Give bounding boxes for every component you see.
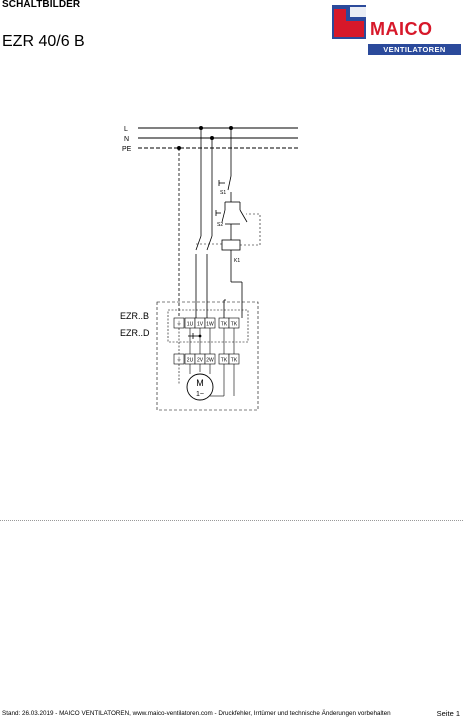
terminal-top-1w: 1W: [206, 322, 214, 328]
maico-logo: MAICO VENTILATOREN: [330, 3, 463, 55]
terminal-top-pe: ⏚: [176, 321, 182, 328]
terminal-bottom-tk2: TK: [231, 358, 238, 364]
terminal-block-top: ⏚ 1U 1V 1W TK TK: [173, 317, 240, 329]
terminal-top-tk2: TK: [231, 322, 238, 328]
device-label-b: EZR..B: [120, 311, 149, 321]
terminal-zone-top: [167, 309, 249, 343]
terminal-top-tk1: TK: [221, 322, 228, 328]
terminal-bottom-2v: 2V: [197, 358, 204, 364]
terminal-top-1u: 1U: [187, 322, 194, 328]
relay-label: K1: [234, 258, 240, 264]
terminal-bottom-2u: 2U: [187, 358, 194, 364]
switch-label-s1: S1: [220, 190, 226, 196]
terminal-block-bottom: ⏚ 2U 2V 2W TK TK: [173, 353, 240, 365]
terminal-bottom-tk1: TK: [221, 358, 228, 364]
logo-subtitle: VENTILATOREN: [368, 44, 461, 55]
device-label-d: EZR..D: [120, 328, 150, 338]
rail-label-l: L: [124, 126, 128, 133]
footer-text: Stand: 26.03.2019 - MAICO VENTILATOREN, …: [2, 710, 391, 717]
document-title: EZR 40/6 B: [2, 33, 85, 50]
terminal-bottom-pe: ⏚: [176, 357, 182, 364]
terminal-bottom-2w: 2W: [206, 358, 214, 364]
logo-brand: MAICO: [370, 19, 433, 39]
page-number: Seite 1: [436, 709, 460, 718]
maico-logo-icon: [330, 3, 368, 41]
motor-phase: 1~: [196, 391, 204, 398]
relay-coil: [221, 239, 241, 251]
section-label: SCHALTBILDER: [2, 0, 81, 10]
motor-label: M: [196, 378, 204, 388]
switch-label-s2: S2: [217, 222, 223, 228]
rail-label-n: N: [124, 136, 129, 143]
page-divider: [0, 520, 463, 521]
device-enclosure: [156, 301, 259, 411]
rail-label-pe: PE: [122, 146, 132, 153]
motor-symbol: [186, 373, 214, 401]
terminal-top-1v: 1V: [197, 322, 204, 328]
